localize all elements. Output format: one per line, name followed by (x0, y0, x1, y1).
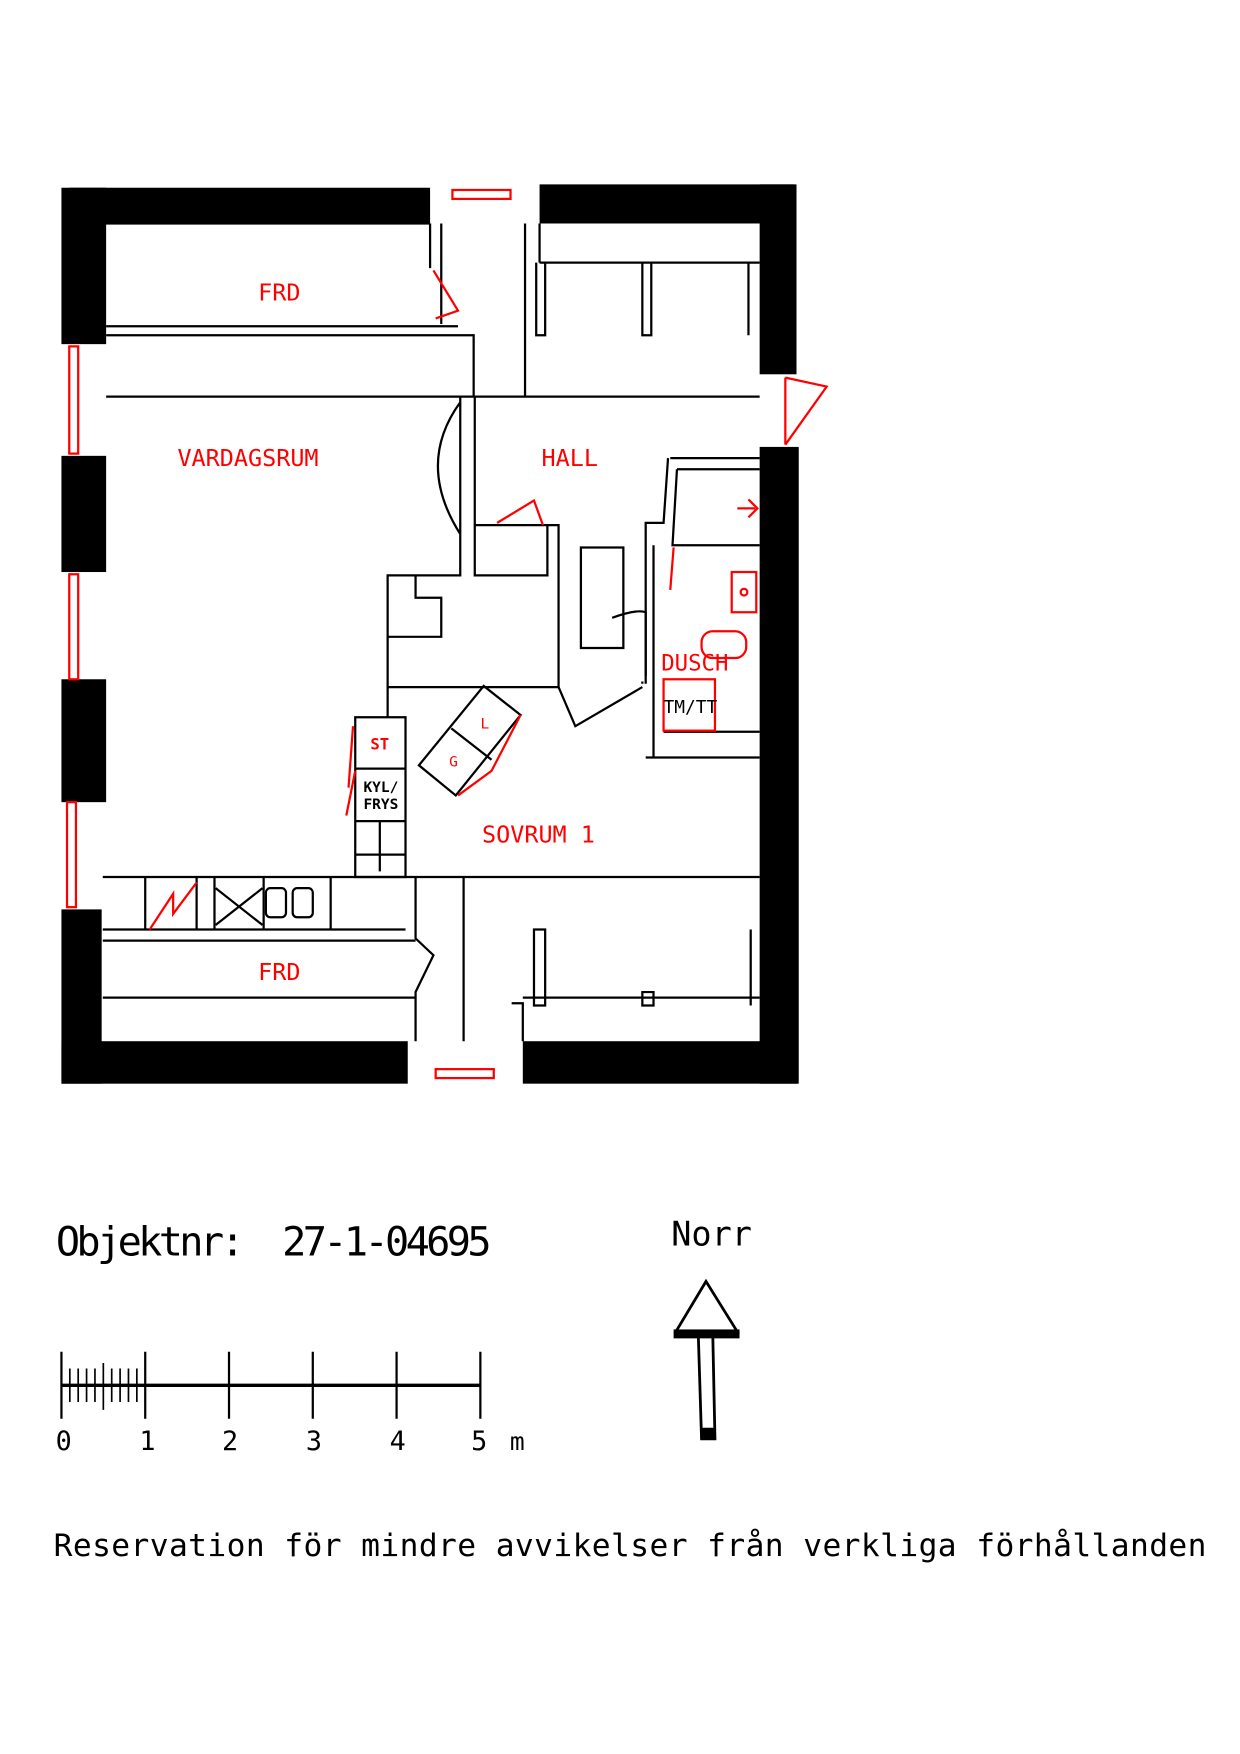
scale-tick-2: 2 (222, 1426, 238, 1457)
scale-tick-5: 5 (471, 1426, 487, 1457)
room-label-frd-top: FRD (258, 279, 300, 307)
fixture-label-tmtt: TM/TT (663, 697, 717, 718)
room-label-hall: HALL (542, 444, 598, 472)
north-label: Norr (671, 1215, 752, 1254)
scale-tick-1: 1 (139, 1426, 155, 1457)
outer-walls (61, 184, 799, 1084)
disclaimer: Reservation för mindre avvikelser från v… (54, 1527, 1207, 1564)
windows (65, 188, 829, 1080)
object-number: Objektnr: 27-1-04695 (56, 1220, 492, 1266)
scale-tick-0: 0 (56, 1426, 72, 1457)
room-label-frd-bottom: FRD (258, 958, 300, 986)
room-label-sovrum: SOVRUM 1 (482, 820, 595, 848)
room-label-vardagsrum: VARDAGSRUM (177, 444, 318, 472)
fixture-label-st: ST (370, 735, 389, 754)
scale-unit: m (510, 1427, 525, 1456)
scale-tick-4: 4 (390, 1426, 406, 1457)
fixture-label-frys: FRYS (363, 797, 398, 813)
interior-walls (102, 223, 760, 1042)
scale-bar (60, 1351, 482, 1419)
north-arrow-icon (673, 1278, 740, 1441)
scale-tick-3: 3 (306, 1426, 322, 1457)
fixture-label-kyl: KYL/ (363, 780, 398, 796)
fixtures-red (148, 269, 759, 931)
fixture-label-g: G (449, 754, 458, 770)
fixture-label-l: L (480, 716, 489, 732)
room-label-dusch: DUSCH (661, 650, 728, 676)
